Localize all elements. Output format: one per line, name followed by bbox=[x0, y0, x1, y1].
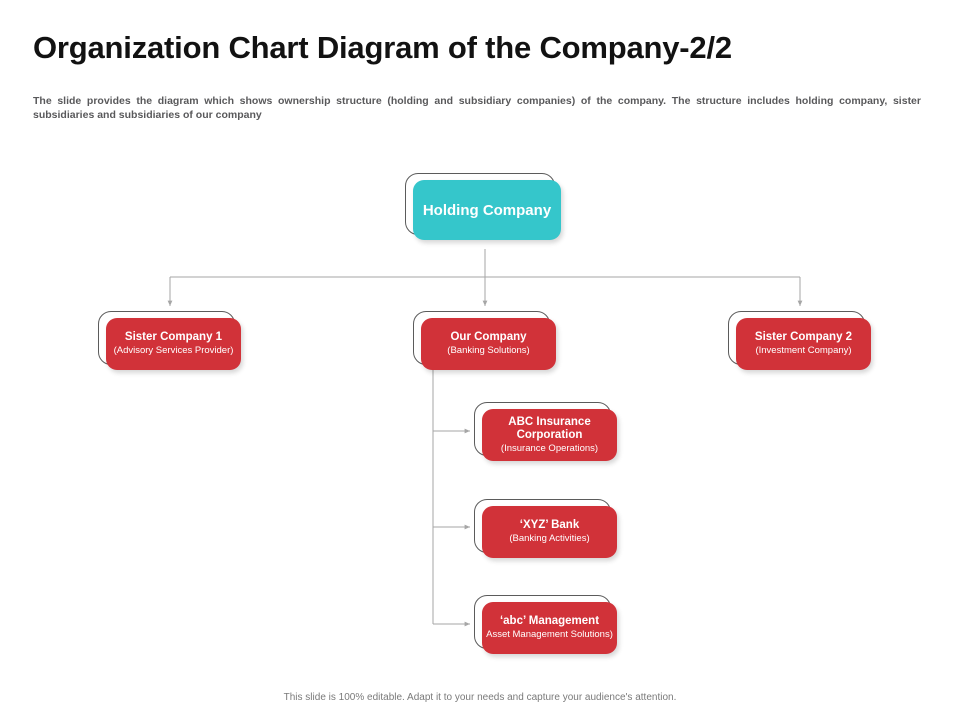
node-card: ABC Insurance Corporation (Insurance Ope… bbox=[482, 409, 617, 461]
node-sister-company-1[interactable]: Sister Company 1 (Advisory Services Prov… bbox=[98, 311, 241, 370]
node-title: ‘XYZ’ Bank bbox=[519, 519, 580, 532]
node-card: Sister Company 1 (Advisory Services Prov… bbox=[106, 318, 241, 370]
node-holding-company[interactable]: Holding Company bbox=[405, 173, 561, 240]
node-sister-company-2[interactable]: Sister Company 2 (Investment Company) bbox=[728, 311, 871, 370]
node-title-line2: Corporation bbox=[516, 429, 583, 441]
node-card: Holding Company bbox=[413, 180, 561, 240]
node-subtitle: (Banking Solutions) bbox=[447, 344, 530, 356]
node-abc-management[interactable]: ‘abc’ Management Asset Management Soluti… bbox=[474, 595, 617, 654]
node-xyz-bank[interactable]: ‘XYZ’ Bank (Banking Activities) bbox=[474, 499, 617, 558]
node-title: Sister Company 1 bbox=[124, 331, 223, 344]
node-subtitle: (Insurance Operations) bbox=[500, 442, 599, 454]
node-title: Holding Company bbox=[422, 201, 552, 219]
footer-note: This slide is 100% editable. Adapt it to… bbox=[283, 692, 677, 703]
node-title: ABC Insurance bbox=[508, 415, 591, 428]
node-card: ‘abc’ Management Asset Management Soluti… bbox=[482, 602, 617, 654]
node-subtitle: (Banking Activities) bbox=[509, 532, 590, 544]
node-subtitle: (Investment Company) bbox=[755, 344, 852, 356]
slide-description: The slide provides the diagram which sho… bbox=[33, 95, 921, 121]
node-card: ‘XYZ’ Bank (Banking Activities) bbox=[482, 506, 617, 558]
node-abc-insurance-corporation[interactable]: ABC Insurance Corporation (Insurance Ope… bbox=[474, 402, 617, 461]
node-title: Sister Company 2 bbox=[754, 331, 853, 344]
node-card: Our Company (Banking Solutions) bbox=[421, 318, 556, 370]
node-subtitle: Asset Management Solutions) bbox=[486, 628, 613, 640]
node-card: Sister Company 2 (Investment Company) bbox=[736, 318, 871, 370]
node-subtitle: (Advisory Services Provider) bbox=[113, 344, 234, 356]
node-title: ‘abc’ Management bbox=[499, 615, 600, 628]
page-title: Organization Chart Diagram of the Compan… bbox=[33, 30, 732, 65]
node-our-company[interactable]: Our Company (Banking Solutions) bbox=[413, 311, 556, 370]
node-title: Our Company bbox=[450, 331, 527, 344]
